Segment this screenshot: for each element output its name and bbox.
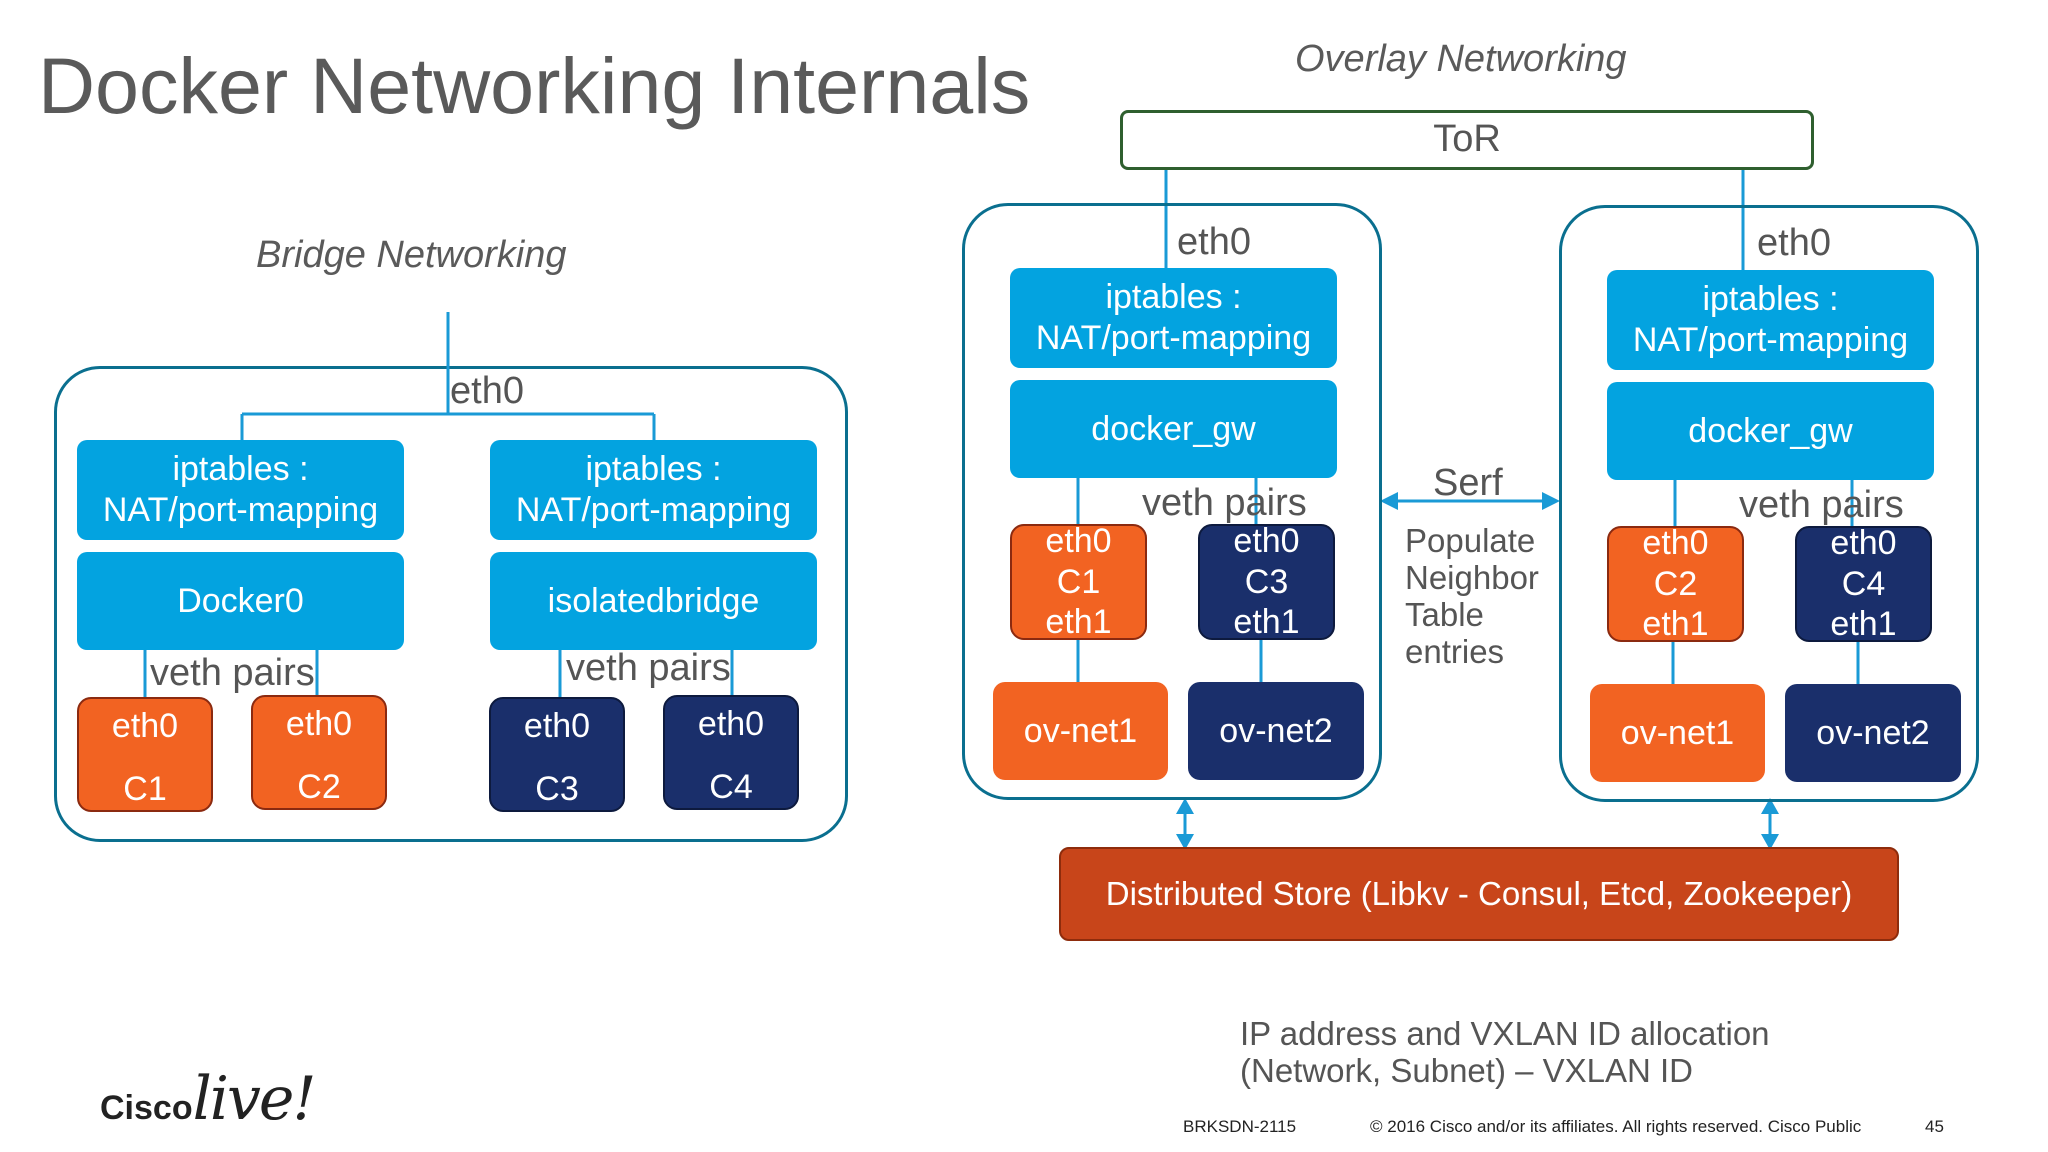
- container-iface: eth0: [111, 707, 179, 745]
- bridge-veth-pairs-left: veth pairs: [150, 652, 315, 694]
- serf-note-line: Table: [1405, 595, 1484, 633]
- host1-veth-pairs: veth pairs: [1142, 482, 1307, 524]
- host1-container-c1: eth0 C1 eth1: [1010, 521, 1147, 642]
- container-name: C4: [709, 767, 753, 806]
- serf-note-line: Neighbor: [1405, 558, 1539, 596]
- host1-ov-net1: ov-net1: [993, 682, 1168, 780]
- host2-docker-gw: docker_gw: [1607, 382, 1934, 480]
- isolatedbridge: isolatedbridge: [490, 552, 817, 650]
- iptables-line1: iptables :: [585, 450, 722, 489]
- host1-eth0-label: eth0: [1177, 221, 1251, 263]
- container-name: C4: [1841, 564, 1886, 603]
- serf-note-line: Populate: [1405, 522, 1536, 559]
- container-iface-bottom: eth1: [1830, 605, 1897, 644]
- iptables-line1: iptables :: [172, 450, 309, 489]
- allocation-line-1: IP address and VXLAN ID allocation: [1240, 1015, 1770, 1052]
- serf-note-line: entries: [1405, 632, 1505, 670]
- container-name: C2: [297, 767, 341, 806]
- host2-eth0-label: eth0: [1757, 222, 1831, 264]
- host2-ov-net2: ov-net2: [1785, 684, 1961, 782]
- container-name: C1: [1056, 562, 1101, 601]
- container-name: C3: [1244, 562, 1289, 601]
- container-iface-top: eth0: [1642, 523, 1709, 562]
- iptables-line1: iptables :: [1105, 278, 1242, 317]
- allocation-note: IP address and VXLAN ID allocation (Netw…: [1240, 1015, 1770, 1090]
- host1-ov-net2: ov-net2: [1188, 682, 1364, 780]
- host2-ov-net1: ov-net1: [1590, 684, 1765, 782]
- container-name: C1: [123, 769, 167, 808]
- iptables-line2: NAT/port-mapping: [1632, 321, 1909, 359]
- container-iface-top: eth0: [1830, 523, 1897, 562]
- container-iface-bottom: eth1: [1045, 603, 1112, 642]
- container-iface: eth0: [523, 707, 591, 745]
- host1-docker-gw: docker_gw: [1010, 380, 1337, 478]
- container-c3: eth0 C3: [489, 697, 625, 812]
- overlay-host-1: [962, 203, 1382, 800]
- container-c1: eth0 C1: [77, 697, 213, 812]
- container-name: C3: [535, 769, 579, 808]
- container-c4: eth0 C4: [663, 695, 799, 810]
- bridge-veth-pairs-right: veth pairs: [566, 647, 731, 689]
- iptables-line2: NAT/port-mapping: [515, 491, 792, 529]
- serf-note: Populate Neighbor Table entries: [1405, 522, 1539, 671]
- container-name: C2: [1653, 564, 1698, 603]
- cisco-live-logo: Ciscolive!: [100, 1064, 317, 1134]
- bridge-host-container: [54, 366, 848, 842]
- serf-label: Serf: [1433, 462, 1503, 504]
- bridge-iptables-left: iptables : NAT/port-mapping: [77, 440, 404, 540]
- docker0-bridge: Docker0: [77, 552, 404, 650]
- container-iface-bottom: eth1: [1233, 603, 1300, 642]
- bridge-iptables-right: iptables : NAT/port-mapping: [490, 440, 817, 540]
- container-iface: eth0: [285, 705, 353, 743]
- iptables-line2: NAT/port-mapping: [102, 491, 379, 529]
- host2-container-c2: eth0 C2 eth1: [1607, 523, 1744, 644]
- host2-iptables: iptables : NAT/port-mapping: [1607, 270, 1934, 370]
- distributed-store: Distributed Store (Libkv - Consul, Etcd,…: [1059, 847, 1899, 941]
- logo-cisco: Cisco: [100, 1089, 193, 1127]
- host2-veth-pairs: veth pairs: [1739, 484, 1904, 526]
- host2-container-c4: eth0 C4 eth1: [1795, 523, 1932, 644]
- host1-iptables: iptables : NAT/port-mapping: [1010, 268, 1337, 368]
- tor-switch: ToR: [1120, 110, 1814, 170]
- bridge-networking-heading: Bridge Networking: [256, 234, 567, 276]
- container-iface-top: eth0: [1045, 521, 1112, 560]
- page-number: 45: [1925, 1117, 1944, 1136]
- overlay-host-2: [1559, 205, 1979, 802]
- copyright: © 2016 Cisco and/or its affiliates. All …: [1370, 1117, 1862, 1136]
- container-iface-top: eth0: [1233, 521, 1300, 560]
- session-code: BRKSDN-2115: [1183, 1117, 1297, 1136]
- overlay-networking-heading: Overlay Networking: [1295, 38, 1627, 80]
- container-iface-bottom: eth1: [1642, 605, 1709, 644]
- slide-title: Docker Networking Internals: [38, 41, 1031, 130]
- iptables-line1: iptables :: [1702, 280, 1839, 319]
- host1-container-c3: eth0 C3 eth1: [1198, 521, 1335, 642]
- bridge-eth0-label: eth0: [450, 370, 524, 412]
- logo-live: live!: [192, 1064, 317, 1134]
- allocation-line-2: (Network, Subnet) – VXLAN ID: [1240, 1051, 1694, 1089]
- iptables-line2: NAT/port-mapping: [1035, 319, 1312, 357]
- container-c2: eth0 C2: [251, 695, 387, 810]
- container-iface: eth0: [697, 705, 765, 743]
